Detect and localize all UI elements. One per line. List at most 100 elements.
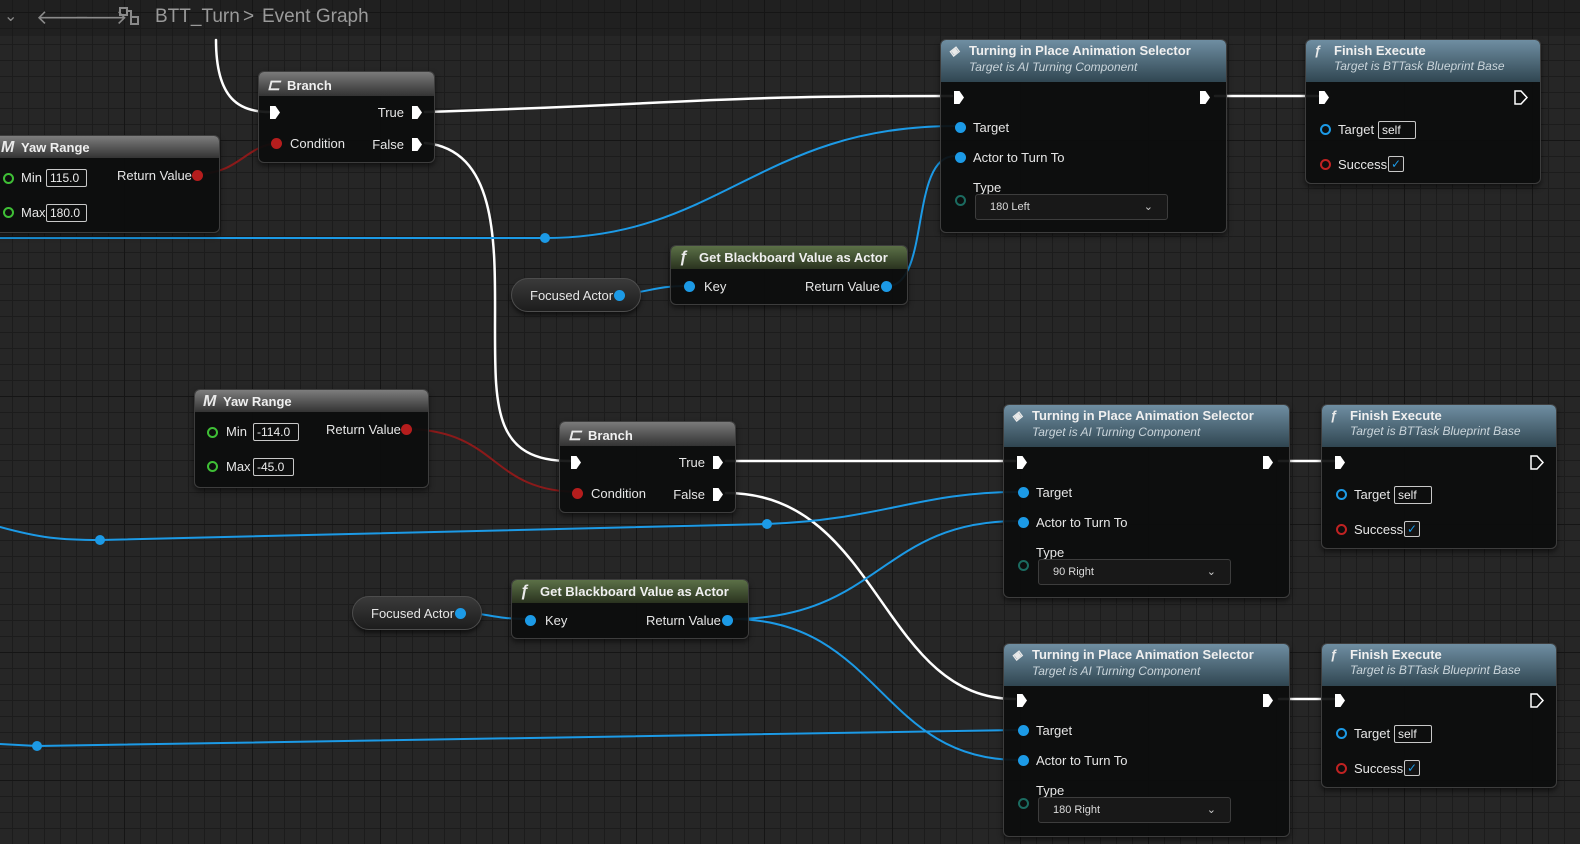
branch-node[interactable]: ⊏Branch True Condition False (258, 71, 435, 163)
exec-out-pin[interactable] (1530, 693, 1544, 708)
return-value-pin[interactable] (722, 615, 733, 626)
success-checkbox[interactable]: ✓ (1388, 156, 1404, 172)
return-value-pin[interactable] (192, 170, 203, 181)
success-label: Success (1338, 157, 1388, 172)
target-pin[interactable] (1320, 124, 1331, 135)
turning-selector-node[interactable]: ◈Turning in Place Animation Selector Tar… (1003, 404, 1290, 598)
exec-in-pin[interactable] (1017, 694, 1027, 707)
min-pin[interactable] (207, 427, 218, 438)
variable-output-pin[interactable] (614, 290, 625, 301)
return-value-label: Return Value (117, 168, 192, 183)
type-value: 90 Right (1053, 566, 1094, 578)
exec-true-pin[interactable] (412, 106, 422, 119)
exec-in-pin[interactable] (954, 91, 964, 104)
type-pin[interactable] (1018, 798, 1029, 809)
success-pin[interactable] (1336, 763, 1347, 774)
focused-actor-variable[interactable]: Focused Actor (352, 596, 482, 630)
target-self-field[interactable]: self (1378, 121, 1416, 139)
type-dropdown[interactable]: 180 Right ⌄ (1038, 797, 1231, 823)
target-pin[interactable] (1018, 725, 1029, 736)
branch-node[interactable]: ⊏Branch True Condition False (559, 421, 736, 513)
chevron-down-icon[interactable]: ⌄ (4, 8, 18, 25)
success-checkbox[interactable]: ✓ (1404, 760, 1420, 776)
actor-to-turn-to-pin[interactable] (1018, 755, 1029, 766)
target-self-field[interactable]: self (1394, 486, 1432, 504)
macro-icon: M (1, 139, 15, 156)
node-title: Yaw Range (223, 394, 292, 409)
min-pin[interactable] (3, 173, 14, 184)
actor-to-turn-to-label: Actor to Turn To (1036, 753, 1128, 768)
object-wire (731, 520, 1019, 620)
return-value-pin[interactable] (881, 281, 892, 292)
actor-to-turn-to-pin[interactable] (955, 152, 966, 163)
turning-selector-node[interactable]: ◈Turning in Place Animation Selector Tar… (1003, 643, 1290, 837)
type-value: 180 Left (990, 201, 1030, 213)
exec-out-pin[interactable] (1263, 694, 1273, 707)
success-pin[interactable] (1320, 159, 1331, 170)
max-pin[interactable] (3, 207, 14, 218)
reroute-knot (95, 535, 105, 545)
node-title: Branch (588, 428, 633, 443)
breadcrumb-graph[interactable]: Event Graph (262, 6, 369, 27)
exec-in-pin[interactable] (1335, 694, 1345, 707)
target-label: Target (1354, 487, 1391, 502)
chevron-down-icon: ⌄ (1206, 804, 1216, 816)
key-pin[interactable] (684, 281, 695, 292)
actor-to-turn-to-pin[interactable] (1018, 517, 1029, 528)
exec-false-pin[interactable] (713, 488, 723, 501)
exec-false-pin[interactable] (412, 138, 422, 151)
exec-in-pin[interactable] (571, 456, 581, 469)
turning-selector-node[interactable]: ◈Turning in Place Animation Selector Tar… (940, 39, 1227, 233)
max-input[interactable]: 180.0 (46, 204, 87, 222)
exec-in-pin[interactable] (1335, 456, 1345, 469)
target-pin[interactable] (1336, 489, 1347, 500)
exec-in-pin[interactable] (1319, 91, 1329, 104)
type-pin[interactable] (1018, 560, 1029, 571)
exec-in-pin[interactable] (270, 106, 280, 119)
exec-out-pin[interactable] (1530, 455, 1544, 470)
key-pin[interactable] (525, 615, 536, 626)
variable-output-pin[interactable] (455, 608, 466, 619)
exec-out-pin[interactable] (1514, 90, 1528, 105)
target-self-field[interactable]: self (1394, 725, 1432, 743)
condition-pin[interactable] (572, 488, 583, 499)
variable-label: Focused Actor (371, 606, 455, 621)
min-input[interactable]: 115.0 (46, 169, 87, 187)
min-label: Min (226, 424, 247, 439)
success-pin[interactable] (1336, 524, 1347, 535)
max-pin[interactable] (207, 461, 218, 472)
forward-arrow-icon[interactable]: 🡒 (74, 7, 128, 29)
exec-out-pin[interactable] (1200, 91, 1210, 104)
node-subtitle: Target is AI Turning Component (1032, 425, 1201, 439)
max-input[interactable]: -45.0 (253, 458, 294, 476)
type-dropdown[interactable]: 180 Left ⌄ (975, 194, 1168, 220)
node-title: Yaw Range (21, 140, 90, 155)
target-pin[interactable] (1336, 728, 1347, 739)
focused-actor-variable[interactable]: Focused Actor (511, 278, 641, 312)
success-checkbox[interactable]: ✓ (1404, 521, 1420, 537)
breadcrumb-asset[interactable]: BTT_Turn (155, 6, 240, 27)
condition-label: Condition (290, 136, 345, 151)
target-pin[interactable] (955, 122, 966, 133)
condition-pin[interactable] (271, 138, 282, 149)
function-icon: ƒ (1314, 43, 1322, 58)
exec-wire (724, 491, 1017, 701)
type-dropdown[interactable]: 90 Right ⌄ (1038, 559, 1231, 585)
exec-true-pin[interactable] (713, 456, 723, 469)
target-pin[interactable] (1018, 487, 1029, 498)
exec-out-pin[interactable] (1263, 456, 1273, 469)
target-label: Target (973, 120, 1010, 135)
exec-wire (423, 94, 954, 114)
exec-in-pin[interactable] (1017, 456, 1027, 469)
type-pin[interactable] (955, 195, 966, 206)
return-value-pin[interactable] (401, 424, 412, 435)
back-arrow-icon[interactable]: 🡐 (36, 7, 90, 29)
min-input[interactable]: -114.0 (253, 423, 299, 441)
